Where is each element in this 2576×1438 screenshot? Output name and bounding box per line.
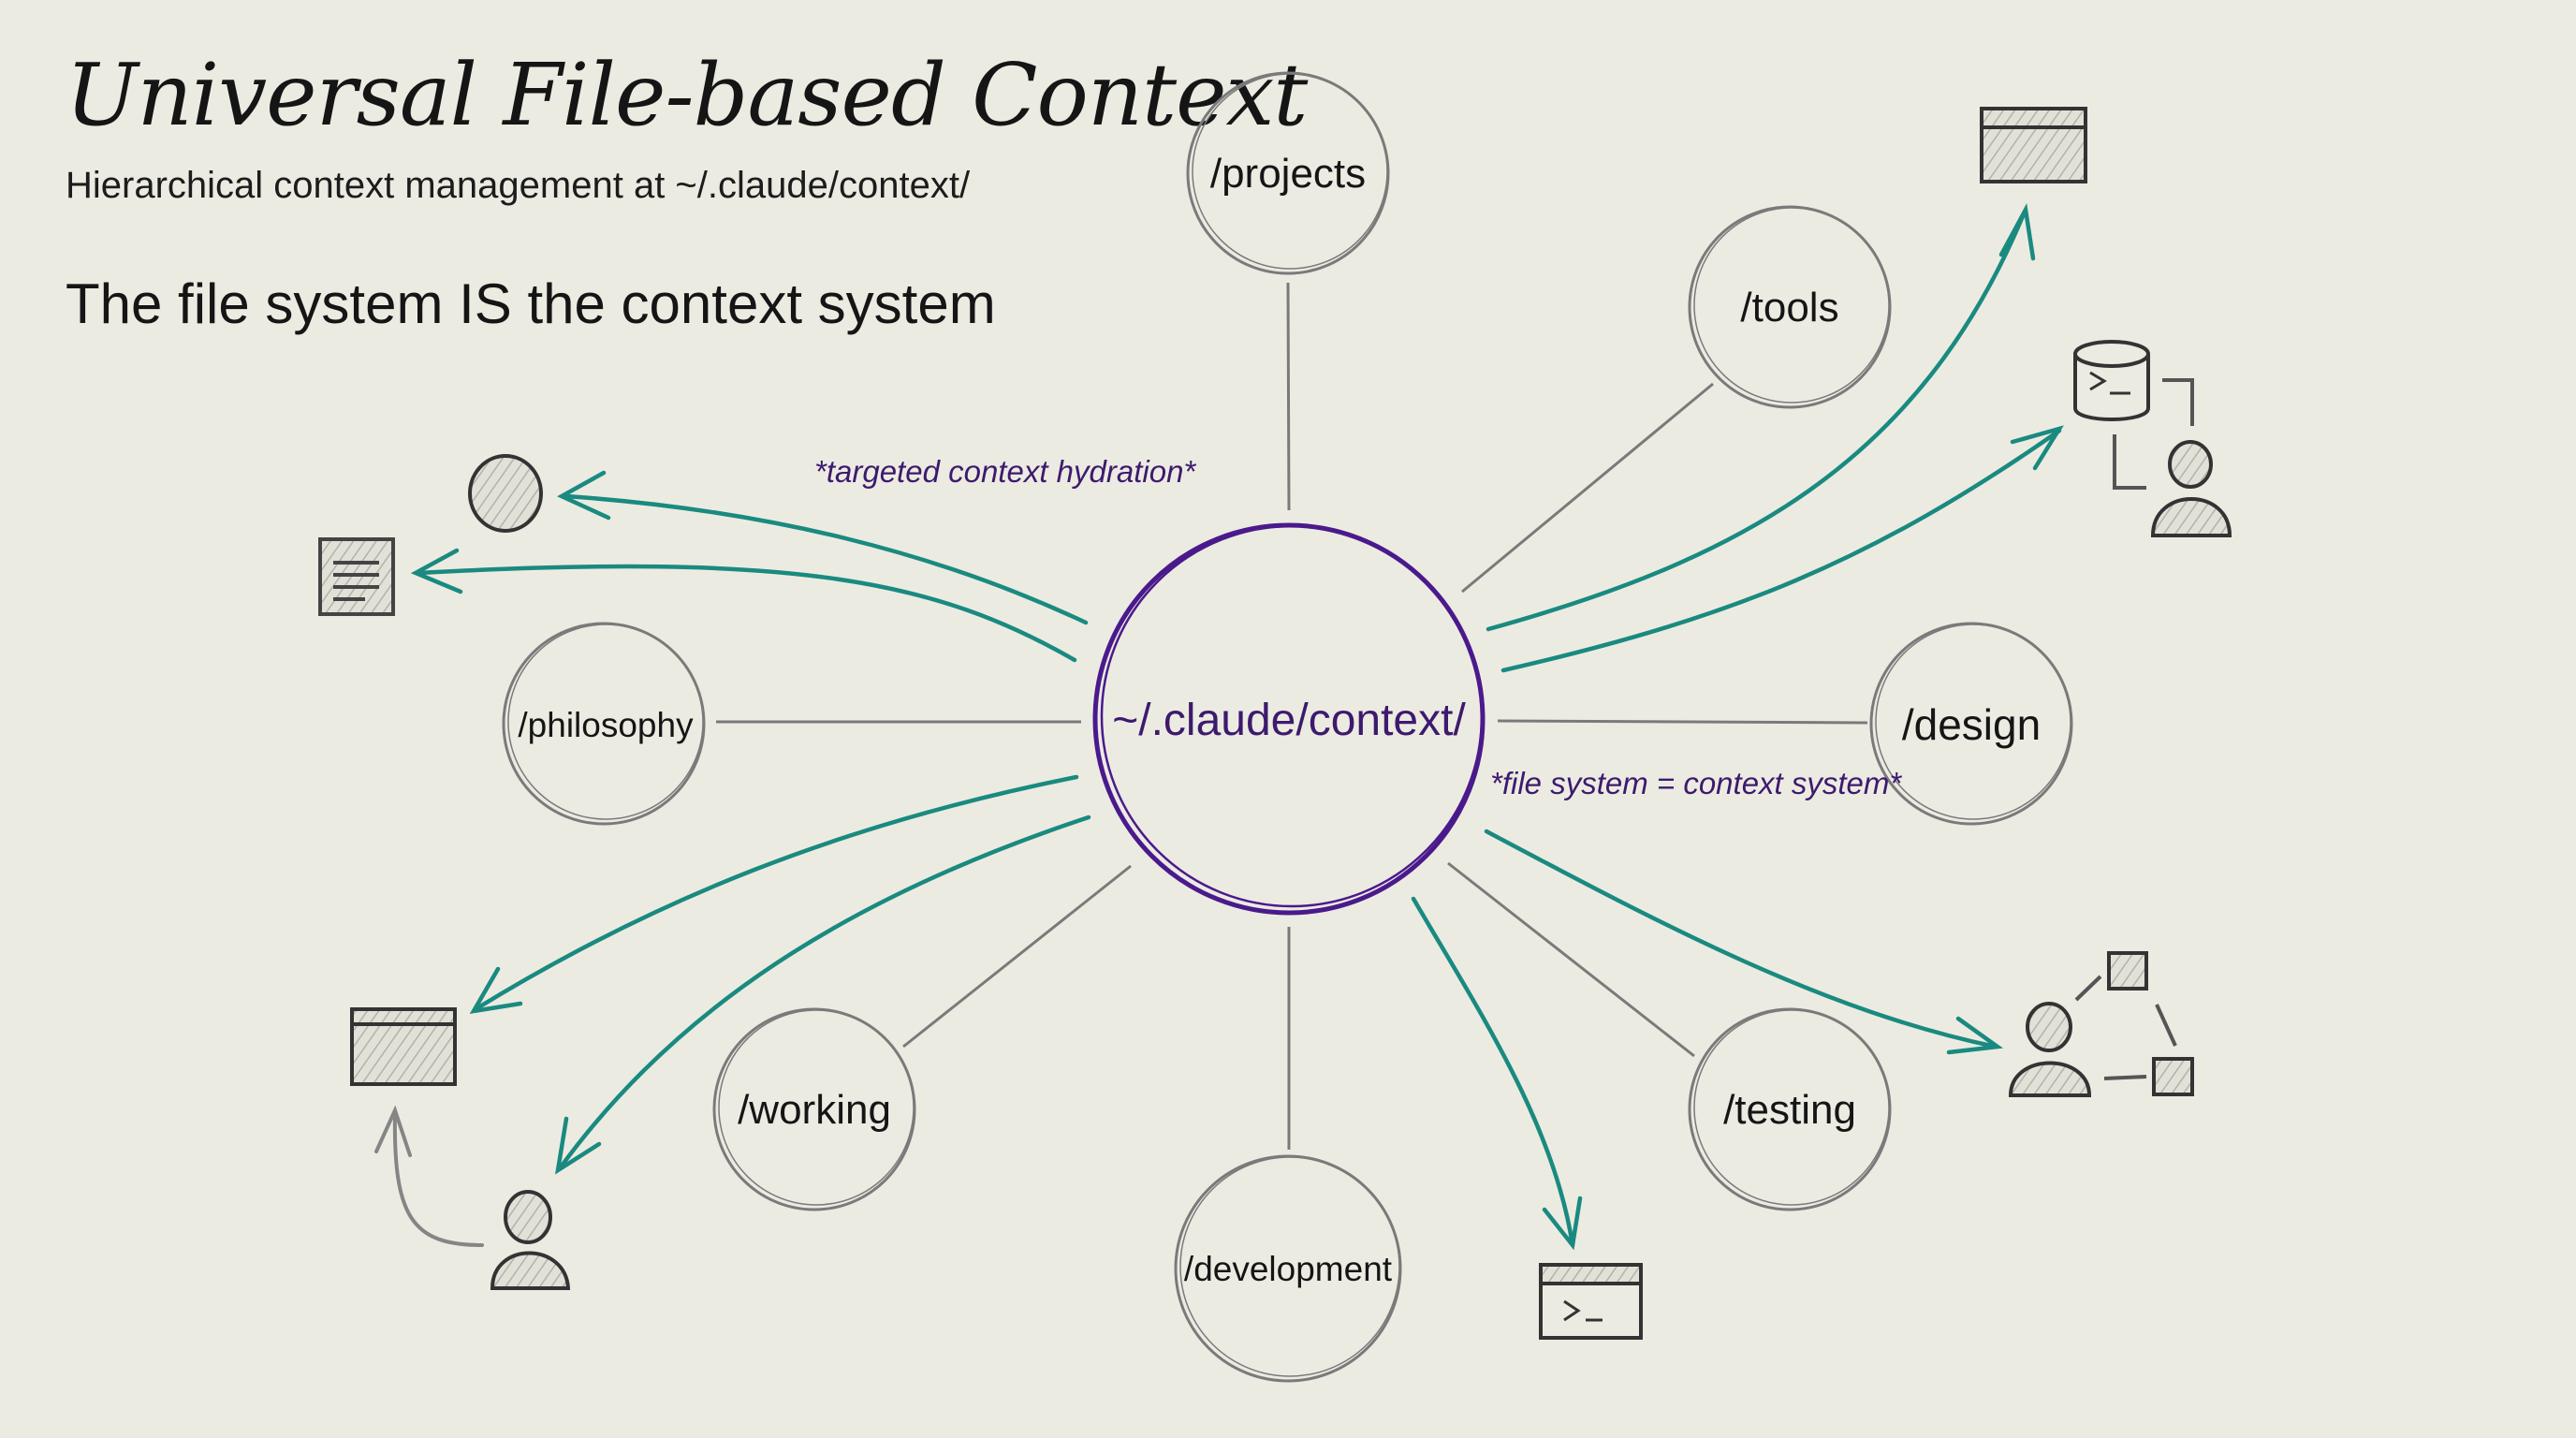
hydration-arrows (410, 203, 2064, 1251)
node-philosophy[interactable]: /philosophy (502, 622, 706, 826)
center-circle-sketch (1100, 524, 1484, 908)
arrow-user-to-window (392, 1110, 484, 1247)
user-icon-right (2150, 440, 2232, 537)
node-circle-sketch (1192, 73, 1388, 270)
node-label-testing: /testing (1723, 1087, 1856, 1133)
node-label-design: /design (1902, 700, 2041, 749)
arrowhead-window-left (469, 966, 523, 1014)
arrowhead-user-circle (557, 470, 611, 521)
arrow-to-window-right (1486, 209, 2027, 632)
arrowhead-database (2010, 425, 2064, 471)
node-testing[interactable]: /testing (1688, 1007, 1892, 1211)
arrowhead-terminal (1542, 1196, 1583, 1251)
node-circle (1174, 1154, 1402, 1383)
node-circle (712, 1007, 916, 1211)
node-development[interactable]: /development (1174, 1154, 1402, 1383)
connector-testing (1447, 861, 1695, 1058)
window-icon (350, 1007, 457, 1086)
node-tools[interactable]: /tools (1688, 205, 1892, 409)
node-circle-sketch (1693, 1009, 1890, 1206)
user-icon (490, 1190, 571, 1290)
arrowhead-network (1946, 1016, 2004, 1055)
arrowhead-user-left (554, 1116, 602, 1175)
diagram-tagline: The file system IS the context system (66, 272, 996, 335)
arrow-to-user-left (557, 814, 1091, 1171)
arrow-to-network (1484, 829, 1998, 1049)
diagram-subtitle: Hierarchical context management at ~/.cl… (66, 165, 971, 206)
node-design[interactable]: /design (1869, 622, 2073, 826)
arrowhead-window-right (1998, 203, 2036, 261)
arrowhead-user-to-window (374, 1105, 412, 1157)
document-icon (318, 537, 395, 616)
connector-working (902, 864, 1132, 1049)
node-circle (1186, 71, 1390, 275)
node-label-development: /development (1184, 1250, 1393, 1288)
terminal-icon (1539, 1263, 1643, 1340)
diagram-title: Universal File-based Context (66, 45, 1308, 145)
node-working[interactable]: /working (712, 1007, 916, 1211)
connector-lines (716, 282, 1868, 1150)
arrow-to-terminal (1411, 896, 1575, 1248)
arrow-to-document (417, 564, 1077, 663)
return-arrow (374, 1105, 484, 1247)
arrow-to-window-left (473, 774, 1079, 1012)
node-projects[interactable]: /projects (1186, 71, 1390, 275)
connector-design (1497, 719, 1868, 725)
node-circle-sketch (1693, 207, 1890, 404)
node-circle-sketch (718, 1009, 915, 1206)
center-node[interactable]: ~/.claude/context/ (1092, 522, 1486, 916)
node-label-projects: /projects (1210, 151, 1366, 197)
node-circle-sketch (507, 624, 704, 820)
network-icon (2008, 951, 2194, 1097)
node-circle-sketch (1875, 624, 2071, 820)
node-circle (1688, 205, 1892, 409)
annotation-hydration: *targeted context hydration* (814, 454, 1196, 489)
connector-projects (1286, 282, 1291, 511)
node-label-tools: /tools (1740, 285, 1838, 330)
node-circle (1688, 1007, 1892, 1211)
connector-tools (1461, 382, 1714, 594)
node-label-philosophy: /philosophy (518, 706, 694, 744)
node-circle-sketch (1179, 1156, 1400, 1377)
node-label-working: /working (738, 1087, 891, 1133)
arrow-to-user-circle (564, 493, 1089, 625)
arrow-to-database (1500, 428, 2062, 673)
arrowhead-document (410, 548, 463, 594)
center-label: ~/.claude/context/ (1112, 696, 1466, 745)
node-circle (502, 622, 706, 826)
window-icon-top-right (1980, 107, 2087, 183)
annotation-equivalence: *file system = context system* (1490, 766, 1902, 800)
node-circle (1869, 622, 2073, 826)
user-circle-icon (468, 454, 543, 533)
database-terminal-icon (2073, 340, 2194, 490)
